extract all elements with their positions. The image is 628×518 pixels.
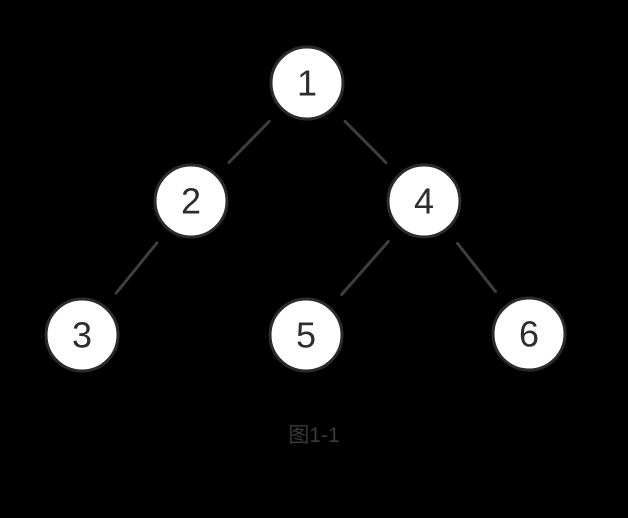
tree-node-1: 1 bbox=[269, 45, 345, 121]
figure-caption: 图1-1 bbox=[288, 424, 340, 447]
node-circle bbox=[44, 297, 120, 373]
tree-node-6: 6 bbox=[491, 296, 567, 372]
node-label: 3 bbox=[72, 315, 92, 356]
node-label: 2 bbox=[181, 181, 201, 222]
node-circle bbox=[491, 296, 567, 372]
node-label: 5 bbox=[296, 315, 316, 356]
node-circle bbox=[153, 163, 229, 239]
node-circle bbox=[386, 163, 462, 239]
node-label: 4 bbox=[414, 181, 434, 222]
node-circle bbox=[269, 45, 345, 121]
tree-node-2: 2 bbox=[153, 163, 229, 239]
node-label: 1 bbox=[297, 63, 317, 104]
node-circle bbox=[268, 297, 344, 373]
tree-node-4: 4 bbox=[386, 163, 462, 239]
tree-edge-1-2 bbox=[227, 120, 271, 164]
node-label: 6 bbox=[519, 314, 539, 355]
tree-node-3: 3 bbox=[44, 297, 120, 373]
tree-node-5: 5 bbox=[268, 297, 344, 373]
tree-edge-1-4 bbox=[343, 119, 388, 165]
tree-edge-4-5 bbox=[340, 240, 390, 296]
tree-edge-2-3 bbox=[114, 241, 159, 295]
tree-edge-4-6 bbox=[456, 241, 497, 294]
